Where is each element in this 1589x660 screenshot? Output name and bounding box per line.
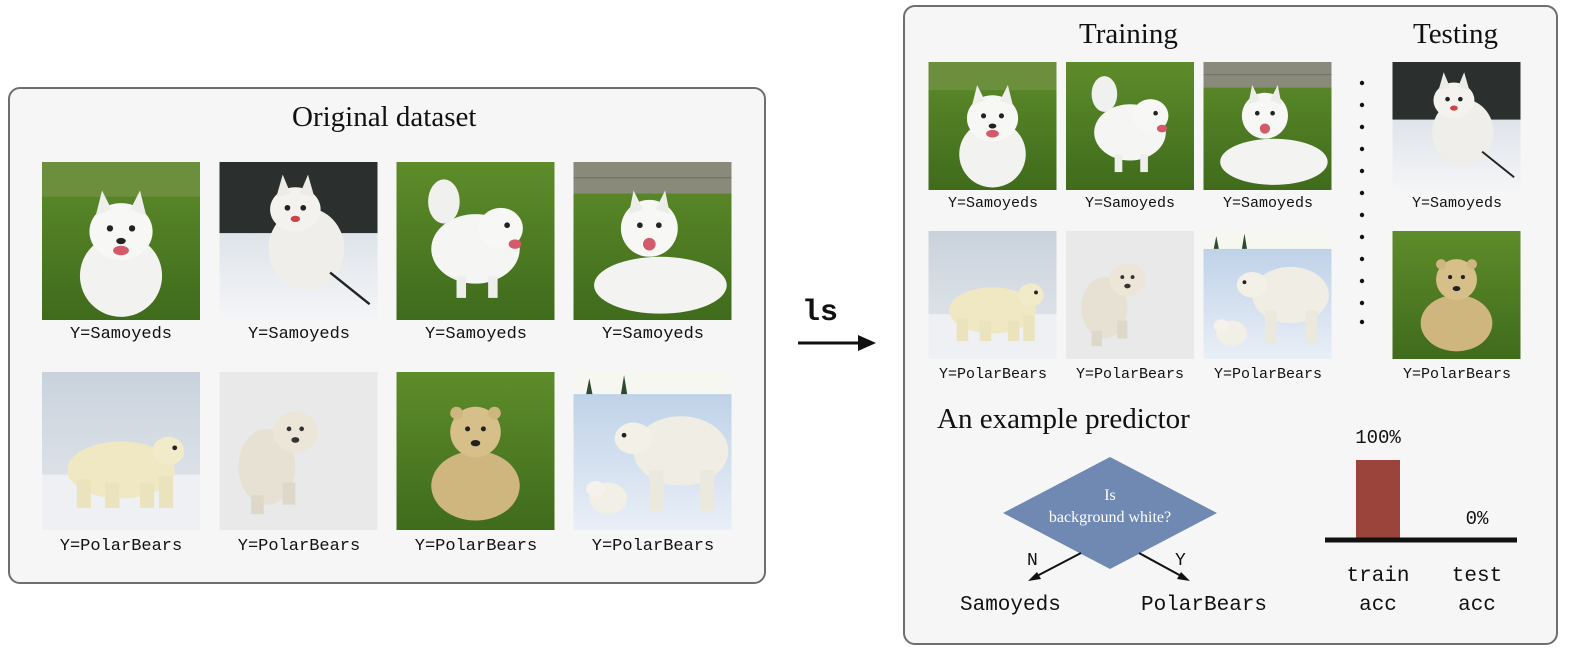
train-polarbear-label-1: Y=PolarBears (938, 366, 1048, 383)
test-samoyed-label: Y=Samoyeds (1411, 195, 1502, 212)
train-polarbear-photo-3 (1203, 231, 1332, 359)
train-polarbear-photo-1 (928, 231, 1057, 359)
predictor-title: An example predictor (937, 403, 1190, 435)
train-samoyed-label-3: Y=Samoyeds (1222, 195, 1313, 212)
training-title: Training (1079, 18, 1178, 50)
train-accuracy-bar (1356, 460, 1400, 540)
testing-title: Testing (1413, 18, 1498, 50)
test-acc-label-line1: test (1452, 565, 1502, 588)
test-samoyed-photo (1392, 62, 1521, 190)
decision-question-line1: Is (1104, 487, 1116, 504)
train-polarbear-label-3: Y=PolarBears (1213, 366, 1323, 383)
train-accuracy-value: 100% (1355, 427, 1401, 449)
decision-tree-diagram: Is background white? (1003, 457, 1217, 581)
train-samoyed-label-2: Y=Samoyeds (1084, 195, 1175, 212)
polarbear-photo-3 (396, 372, 555, 530)
polarbear-photo-2 (219, 372, 378, 530)
train-polarbear-photo-2 (1066, 231, 1194, 359)
samoyed-photo-1 (41, 162, 201, 320)
dotted-separator (1359, 80, 1365, 325)
no-branch-label: N (1027, 551, 1038, 571)
train-samoyed-photo-1 (928, 62, 1057, 190)
decision-question-line2: background white? (1049, 509, 1171, 526)
samoyed-label-4: Y=Samoyeds (601, 325, 705, 344)
accuracy-bar-chart: 100% 0% train acc test acc (1325, 427, 1517, 617)
ls-command-label: ls (802, 296, 839, 330)
polarbear-label-3: Y=PolarBears (414, 537, 538, 556)
test-polarbear-label: Y=PolarBears (1402, 366, 1512, 383)
no-leaf-samoyeds: Samoyeds (960, 594, 1061, 617)
polarbear-label-1: Y=PolarBears (59, 537, 183, 556)
polarbear-photo-1 (41, 372, 201, 530)
test-polarbear-photo (1392, 231, 1521, 359)
samoyed-photo-4 (573, 162, 732, 320)
original-dataset-title: Original dataset (292, 101, 477, 133)
train-samoyed-label-1: Y=Samoyeds (947, 195, 1038, 212)
polarbear-label-2: Y=PolarBears (237, 537, 361, 556)
samoyed-photo-2 (219, 162, 378, 320)
yes-leaf-polarbears: PolarBears (1141, 594, 1268, 617)
test-acc-label-line2: acc (1458, 594, 1496, 617)
samoyed-label-2: Y=Samoyeds (247, 325, 351, 344)
yes-branch-label: Y (1175, 551, 1186, 571)
polarbear-photo-4 (573, 372, 732, 530)
test-accuracy-value: 0% (1466, 508, 1489, 530)
right-arrow-icon (798, 335, 876, 351)
train-acc-label-line1: train (1346, 565, 1409, 588)
train-polarbear-label-2: Y=PolarBears (1075, 366, 1185, 383)
decision-diamond (1003, 457, 1217, 569)
train-samoyed-photo-2 (1066, 62, 1194, 190)
train-samoyed-photo-3 (1203, 62, 1332, 190)
samoyed-photo-3 (396, 162, 555, 320)
polarbear-label-4: Y=PolarBears (591, 537, 715, 556)
train-acc-label-line2: acc (1359, 594, 1397, 617)
samoyed-label-1: Y=Samoyeds (69, 325, 173, 344)
samoyed-label-3: Y=Samoyeds (424, 325, 528, 344)
